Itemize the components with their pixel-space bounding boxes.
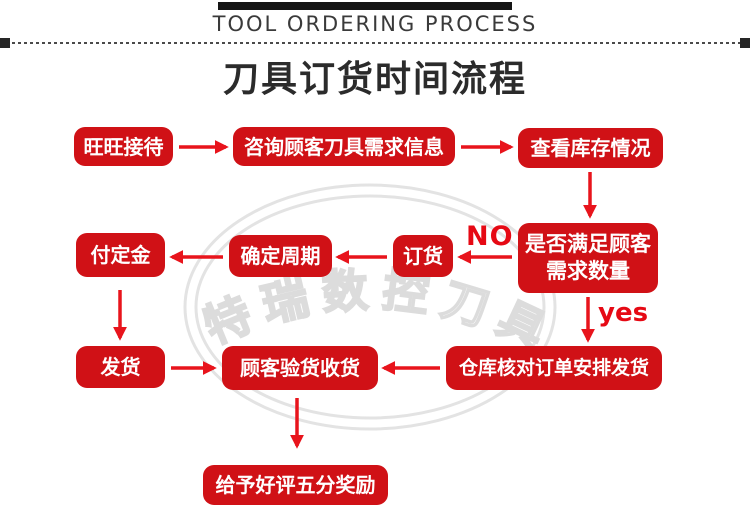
divider-end-square-right: [740, 38, 750, 48]
node-meet-demand-quantity: 是否满足顾客 需求数量: [518, 223, 658, 293]
header-rule-bar: [218, 2, 512, 10]
node-meet-demand-line2: 需求数量: [546, 259, 630, 283]
watermark-outer-ring: [183, 183, 557, 431]
node-confirm-cycle: 确定周期: [229, 235, 332, 277]
node-meet-demand-line1: 是否满足顾客: [525, 231, 651, 256]
node-ship-goods: 发货: [76, 346, 165, 388]
dashed-divider: [0, 42, 750, 44]
node-consult-customer-tool-needs: 咨询顾客刀具需求信息: [233, 127, 455, 166]
node-wangwang-reception: 旺旺接待: [74, 127, 173, 166]
node-place-order: 订货: [393, 235, 453, 277]
watermark-inner-ring: [194, 194, 546, 420]
english-title: TOOL ORDERING PROCESS: [212, 12, 538, 36]
node-warehouse-verify-arrange-shipment: 仓库核对订单安排发货: [446, 346, 662, 390]
node-check-inventory: 查看库存情况: [518, 128, 663, 168]
divider-end-square-left: [0, 38, 10, 48]
node-customer-inspect-receive: 顾客验货收货: [222, 346, 378, 390]
node-five-star-review-reward: 给予好评五分奖励: [203, 465, 388, 505]
page-title: 刀具订货时间流程: [222, 59, 527, 100]
node-pay-deposit: 付定金: [76, 233, 165, 277]
branch-label-yes: yes: [598, 298, 649, 328]
branch-label-no: NO: [466, 221, 514, 252]
